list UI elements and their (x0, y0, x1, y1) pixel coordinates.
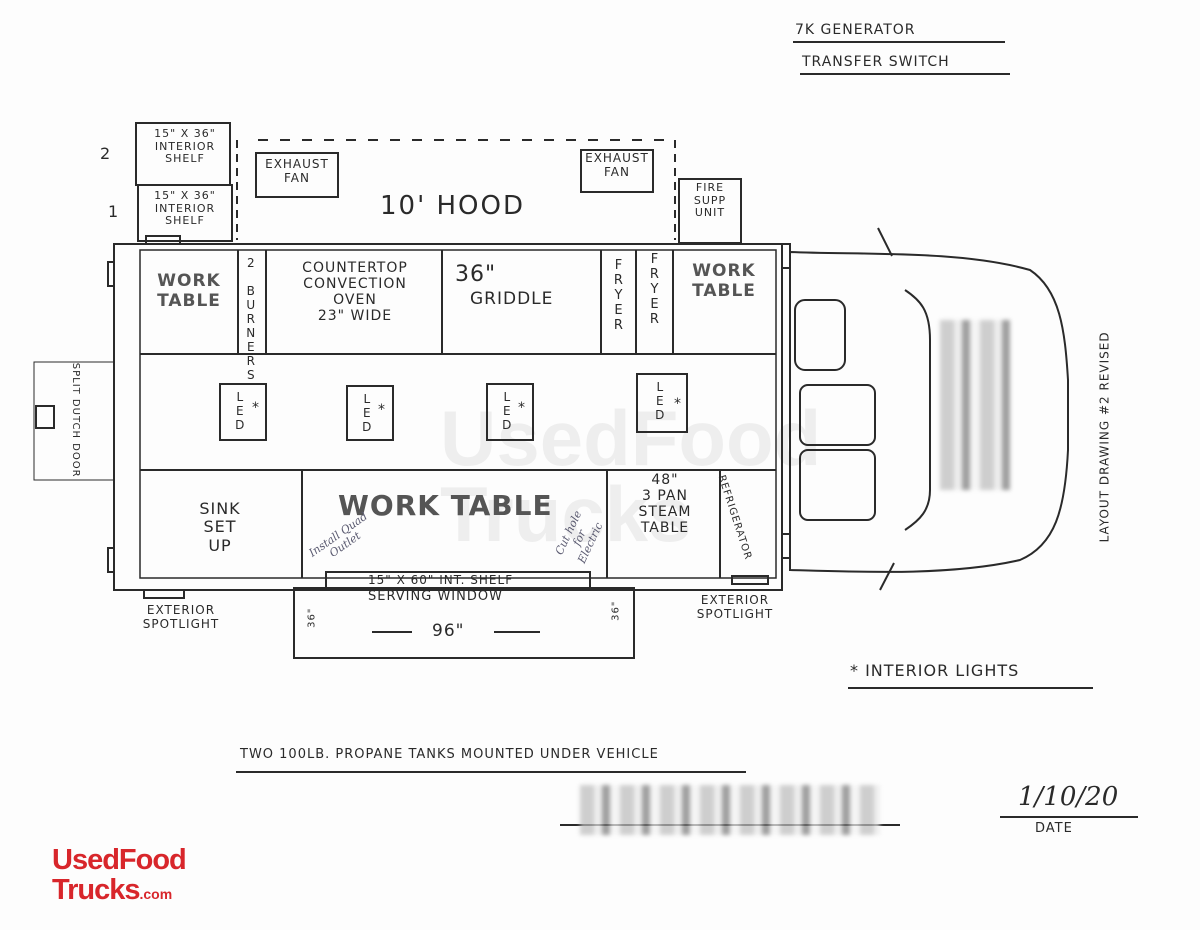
work-table-left: Work Table (157, 271, 221, 311)
oven-line: 23" Wide (317, 308, 393, 325)
shelf-1-label: 15" x 36" Interior Shelf (154, 189, 216, 228)
shelf-number-1: 1 (108, 202, 120, 221)
work-table-right: Work Table (692, 261, 756, 301)
griddle-size: 36" (455, 262, 497, 287)
led-light-2: LED (359, 392, 374, 434)
light-marker: * (674, 396, 682, 412)
steam-line: Steam (638, 504, 692, 521)
work-table-main: Work Table (338, 489, 553, 522)
logo-line1: UsedFood (52, 844, 187, 876)
transfer-switch-label: Transfer Switch (802, 54, 950, 70)
split-dutch-door: Split Dutch Door (69, 362, 81, 478)
shelf-number-2: 2 (100, 144, 112, 163)
led-light-4: LED (652, 380, 667, 422)
hood-label: 10' Hood (380, 191, 525, 221)
propane-note: Two 100lb. Propane Tanks Mounted Under V… (240, 747, 659, 762)
led-light-1: LED (232, 390, 247, 432)
int-shelf-label: 15" X 60" Int. Shelf (368, 573, 514, 587)
date-label: Date (1035, 821, 1073, 836)
steam-table: 48" 3 Pan Steam Table (615, 472, 715, 536)
exterior-spotlight-left: Exterior Spotlight (142, 603, 220, 631)
oven-line: Countertop (302, 260, 408, 276)
logo-suffix: .com (139, 886, 173, 902)
light-marker: * (518, 400, 526, 416)
redacted-signature (580, 785, 880, 835)
convection-oven: Countertop Convection Oven 23" Wide (270, 260, 440, 324)
brand-logo: UsedFood Trucks.com (52, 844, 187, 909)
griddle-label: Griddle (470, 289, 554, 309)
sink-line: Set (203, 517, 237, 537)
steam-line: Table (640, 520, 690, 537)
led-light-3: LED (499, 390, 514, 432)
light-marker: * (252, 400, 260, 416)
oven-line: Oven (333, 292, 377, 309)
steam-line: 48" (651, 472, 679, 488)
exhaust-fan-left: Exhaust Fan (265, 157, 329, 185)
fryer-2: Fryer (646, 252, 662, 327)
serving-window-width: 96" (432, 621, 465, 641)
fryer-1: Fryer (610, 258, 626, 333)
serving-window-label: Serving Window (368, 589, 503, 604)
logo-line2: Trucks (52, 874, 140, 906)
steam-line: 3 Pan (642, 488, 688, 505)
sink-line: Sink (199, 499, 241, 518)
sink-setup: Sink Set Up (150, 499, 290, 555)
serving-window-height-left: 36" (306, 607, 318, 628)
sink-line: Up (208, 535, 232, 555)
oven-line: Convection (303, 276, 407, 293)
exterior-spotlight-right: Exterior Spotlight (696, 593, 774, 621)
shelf-2-label: 15" x 36" Interior Shelf (154, 127, 216, 166)
drawing-title: Layout Drawing #2 Revised (1097, 331, 1112, 543)
interior-lights-legend: * Interior Lights (850, 661, 1020, 680)
light-marker: * (378, 402, 386, 418)
exhaust-fan-right: Exhaust Fan (585, 151, 649, 179)
date-value: 1/10/20 (1018, 782, 1119, 812)
fire-supp-unit: Fire Supp Unit (693, 181, 727, 220)
serving-window-height-right: 36" (610, 600, 622, 621)
burners-label: 2 Burners (243, 256, 258, 382)
generator-label: 7K Generator (795, 22, 916, 38)
redacted-vehicle-logo (940, 320, 1010, 490)
